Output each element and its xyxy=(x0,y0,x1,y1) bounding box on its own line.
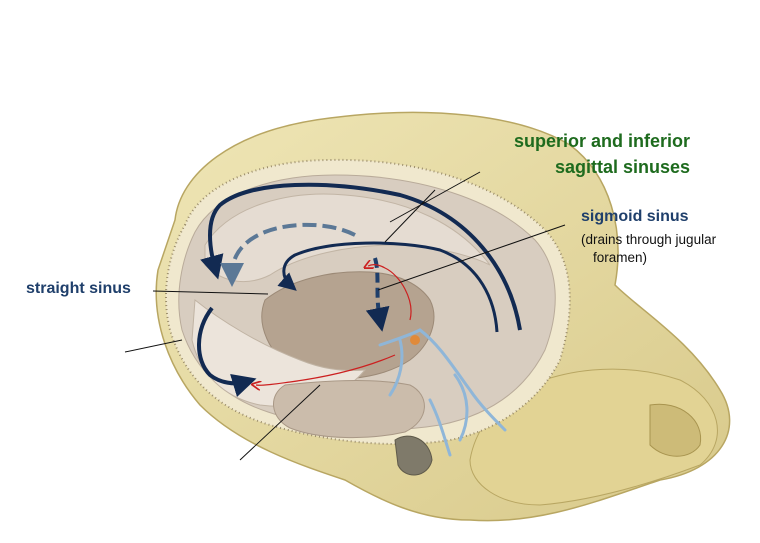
face-region xyxy=(469,368,718,506)
sigmoid-dashed-arrow xyxy=(365,257,390,332)
superior-sagittal-arrow xyxy=(200,182,522,331)
transverse-sinus-arrow xyxy=(197,306,257,397)
leader-lines xyxy=(124,171,566,461)
posterior-fossa xyxy=(273,380,425,439)
sagittal-label-line2: sagittal sinuses xyxy=(554,157,690,177)
sigmoid-note-line1: (drains through jugular xyxy=(581,232,717,247)
sagittal-sinuses-label: superior and inferior sagittal sinuses xyxy=(485,128,690,180)
sigmoid-note-line2: foramen) xyxy=(593,250,648,265)
inferior-sagittal-arrow xyxy=(277,241,499,333)
nasal-area xyxy=(649,403,702,457)
artery-lower xyxy=(256,354,396,385)
straight-sinus-dashed-arrow xyxy=(220,222,356,287)
straight-sinus-label: straight sinus xyxy=(26,280,131,297)
sagittal-label-line1: superior and inferior xyxy=(513,131,690,151)
sigmoid-sinus-label: sigmoid sinus xyxy=(581,208,689,225)
vein-network xyxy=(378,328,507,457)
jugular-region xyxy=(394,435,433,476)
artery-upper xyxy=(368,265,412,321)
orange-nerve-marker xyxy=(410,335,420,345)
